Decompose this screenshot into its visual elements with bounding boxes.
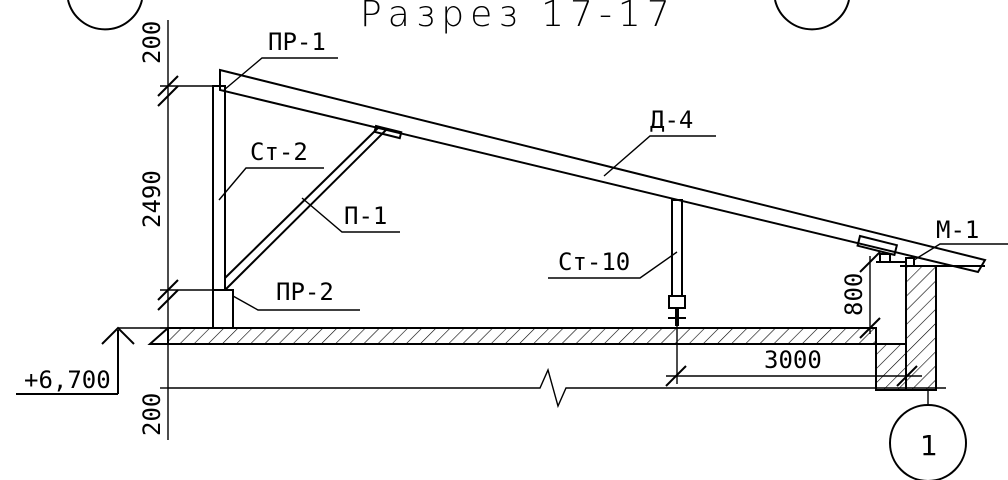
dim-top-200: 200 <box>138 21 166 64</box>
post-st2 <box>212 85 226 291</box>
dim-bottom-200: 200 <box>138 393 166 436</box>
label-st10: Ст-10 <box>558 248 630 276</box>
axis-circle-right-partial <box>774 0 850 31</box>
label-pr1: ПР-1 <box>268 28 326 56</box>
right-dimension-800: 800 <box>840 251 881 339</box>
plate-pr2 <box>212 289 234 329</box>
dim-3000: 3000 <box>764 346 822 374</box>
brace-p1 <box>224 124 403 291</box>
axis-bubble: 1 <box>889 390 967 480</box>
label-st2: Ст-2 <box>250 138 308 166</box>
title-block: Разрез 17-17 <box>67 0 850 35</box>
callout-p1: П-1 <box>301 197 400 233</box>
label-pr2: ПР-2 <box>276 278 334 306</box>
callout-st10: Ст-10 <box>548 248 678 279</box>
break-line <box>168 367 946 409</box>
section-title: Разрез 17-17 <box>360 0 676 35</box>
axis-circle-left-partial <box>67 0 143 31</box>
elevation-mark: +6,700 <box>16 326 168 395</box>
elevation-label: +6,700 <box>24 366 111 394</box>
support-m1 <box>856 234 985 267</box>
floor-slab <box>147 327 877 345</box>
callout-pr1: ПР-1 <box>223 28 338 91</box>
callout-st2: Ст-2 <box>218 138 324 201</box>
dim-height-2490: 2490 <box>138 170 166 228</box>
right-wall <box>875 265 937 391</box>
callout-m1: М-1 <box>913 216 1008 261</box>
callout-d4: Д-4 <box>603 106 716 177</box>
span-dimension-3000: 3000 <box>665 326 922 387</box>
callout-pr2: ПР-2 <box>232 278 360 311</box>
label-p1: П-1 <box>344 202 387 230</box>
label-d4: Д-4 <box>650 106 693 134</box>
axis-number: 1 <box>920 429 938 462</box>
rafter-d4 <box>219 68 987 274</box>
label-m1: М-1 <box>936 216 979 244</box>
left-dimension-chain: 200 2490 200 <box>138 20 222 440</box>
dim-800: 800 <box>840 273 868 316</box>
post-st10 <box>668 199 686 326</box>
